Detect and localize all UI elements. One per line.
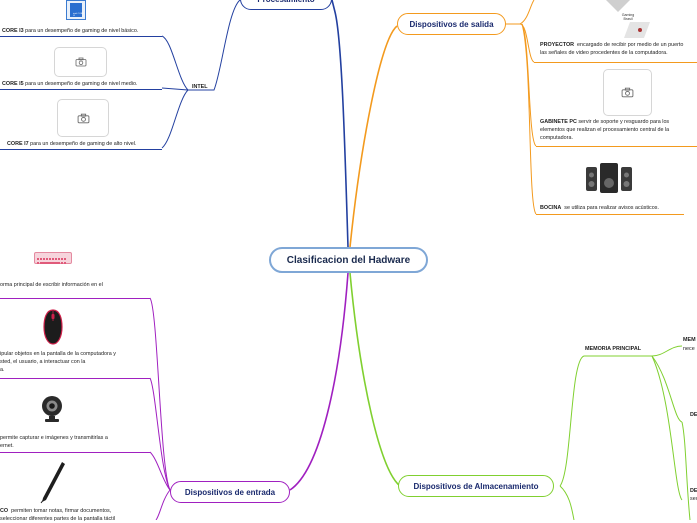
link-core-i7 (161, 89, 189, 149)
link-entrada-mouse (149, 377, 171, 491)
camera-icon (77, 113, 89, 123)
webcam-desc-line2: ernet. (0, 443, 14, 449)
projector-badge: Gaming Brasil (621, 13, 635, 21)
core-i7-underline (0, 149, 162, 150)
projector-desc-line2: las señales de video procedentes de la c… (540, 50, 668, 56)
mouse-desc-line1: ipular objetos en la pantalla de la comp… (0, 351, 116, 357)
speakers-image (584, 163, 634, 193)
gabinete-name: GABINETE PC (540, 119, 577, 125)
right-low-label[interactable]: DE (690, 488, 697, 494)
mouse-text: ipular objetos en la pantalla de la comp… (0, 350, 116, 374)
tablet-pen-image (38, 460, 68, 504)
link-salida-top (519, 0, 535, 25)
branch-salida (349, 25, 398, 248)
core-i3-desc: para un desempeño de gaming de nivel bás… (25, 28, 139, 34)
gabinete-desc-line1: servir de soporte y resguardo para los (578, 119, 670, 125)
keyboard-image (34, 252, 72, 264)
projector-text: PROYECTOR encargado de recibir por medio… (540, 41, 683, 57)
webcam-desc-line1: permite capturar e imágenes y transmitir… (0, 435, 108, 441)
right-mid-label[interactable]: DE (690, 412, 697, 418)
link-mem-right-low (651, 355, 683, 501)
core-i3-chip-image: intel CORE i3 (66, 0, 86, 20)
keyboard-text: orma principal de escribir información e… (0, 281, 103, 289)
mouse-image (42, 309, 64, 345)
intel-label[interactable]: INTEL (192, 84, 208, 90)
core-i7-desc: para un desempeño de gaming de alto nive… (30, 141, 137, 147)
gabinete-text: GABINETE PC servir de soporte y resguard… (540, 118, 669, 142)
projector-image: Gaming Brasil (600, 0, 652, 38)
link-entrada-tablet (155, 489, 171, 520)
core-i5-text: CORE I5 para un desempeño de gaming de n… (2, 80, 137, 88)
tablet-name: CO (0, 508, 9, 514)
core-i3-text: CORE I3 para un desempeño de gaming de n… (2, 27, 138, 35)
link-intel (188, 0, 241, 91)
webcam-underline (0, 452, 150, 453)
central-topic[interactable]: Clasificacion del Hadware (269, 247, 428, 273)
right-top-sub: nece (683, 346, 695, 352)
projector-underline (534, 62, 697, 63)
link-mem-right-low2 (681, 421, 691, 520)
category-procesamiento[interactable]: Procesamiento (240, 0, 332, 10)
gabinete-image (603, 69, 652, 116)
webcam-image (40, 395, 64, 423)
bocina-name: BOCINA (540, 205, 562, 211)
tablet-desc-line2: seleccionar diferentes partes de la pant… (0, 516, 116, 522)
core-i7-image (57, 99, 109, 137)
branch-procesamiento (331, 0, 349, 248)
branch-almacenamiento (349, 272, 401, 487)
core-i7-name: CORE I7 (7, 141, 29, 147)
link-salida-gabinete (521, 23, 537, 147)
projector-name: PROYECTOR (540, 42, 575, 48)
mouse-underline (0, 378, 150, 379)
link-core-i5 (161, 87, 189, 91)
core-i5-image (54, 47, 107, 77)
core-i5-desc: para un desempeño de gaming de nivel med… (25, 81, 138, 87)
keyboard-desc-line1: orma principal de escribir información e… (0, 282, 103, 288)
camera-icon (621, 87, 634, 98)
link-core-i3 (161, 35, 189, 91)
chip-brand-text: intel CORE i3 (73, 13, 84, 17)
link-entrada-webcam (149, 451, 171, 491)
bocina-underline (536, 214, 684, 215)
link-mem-right-top (651, 345, 683, 357)
webcam-text: permite capturar e imágenes y transmitir… (0, 434, 108, 450)
core-i5-underline (0, 89, 162, 90)
core-i3-name: CORE I3 (2, 28, 24, 34)
gabinete-desc-line3: computadora. (540, 135, 573, 141)
link-mem-right-mid (651, 355, 683, 423)
memoria-principal-label[interactable]: MEMORIA PRINCIPAL (585, 346, 642, 352)
projector-desc-line1: encargado de recibir por medio de un pue… (577, 42, 684, 48)
link-salida-bocina (521, 23, 537, 215)
right-low-sub: sec (690, 496, 697, 502)
keyboard-underline (0, 298, 150, 299)
link-memoria-principal (559, 355, 652, 487)
core-i3-underline (0, 36, 162, 37)
bocina-desc: se utiliza para realizar avisos acústico… (564, 205, 659, 211)
tablet-desc-line1: permiten tomar notas, firmar documentos, (11, 508, 112, 514)
core-i5-name: CORE I5 (2, 81, 24, 87)
link-entrada-keyboard (149, 297, 171, 491)
category-dispositivos-salida[interactable]: Dispositivos de salida (397, 13, 506, 35)
link-almacenamiento-low (559, 485, 575, 520)
bocina-text: BOCINA se utiliza para realizar avisos a… (540, 204, 659, 212)
mouse-desc-line2: sted, el usuario, a interactuar con la (0, 359, 86, 365)
category-dispositivos-almacenamiento[interactable]: Dispositivos de Almacenamiento (398, 475, 554, 497)
branch-entrada (289, 272, 349, 491)
category-dispositivos-entrada[interactable]: Dispositivos de entrada (170, 481, 290, 503)
core-i7-text: CORE I7 para un desempeño de gaming de a… (7, 140, 136, 148)
link-salida-split (506, 23, 535, 63)
right-top-label[interactable]: MEM (683, 337, 696, 343)
camera-icon (75, 57, 86, 67)
gabinete-desc-line2: elementos que realizan el procesamiento … (540, 127, 670, 133)
tablet-text: CO permiten tomar notas, firmar document… (0, 507, 115, 523)
gabinete-underline (536, 146, 697, 147)
mouse-desc-line3: a. (0, 367, 5, 373)
